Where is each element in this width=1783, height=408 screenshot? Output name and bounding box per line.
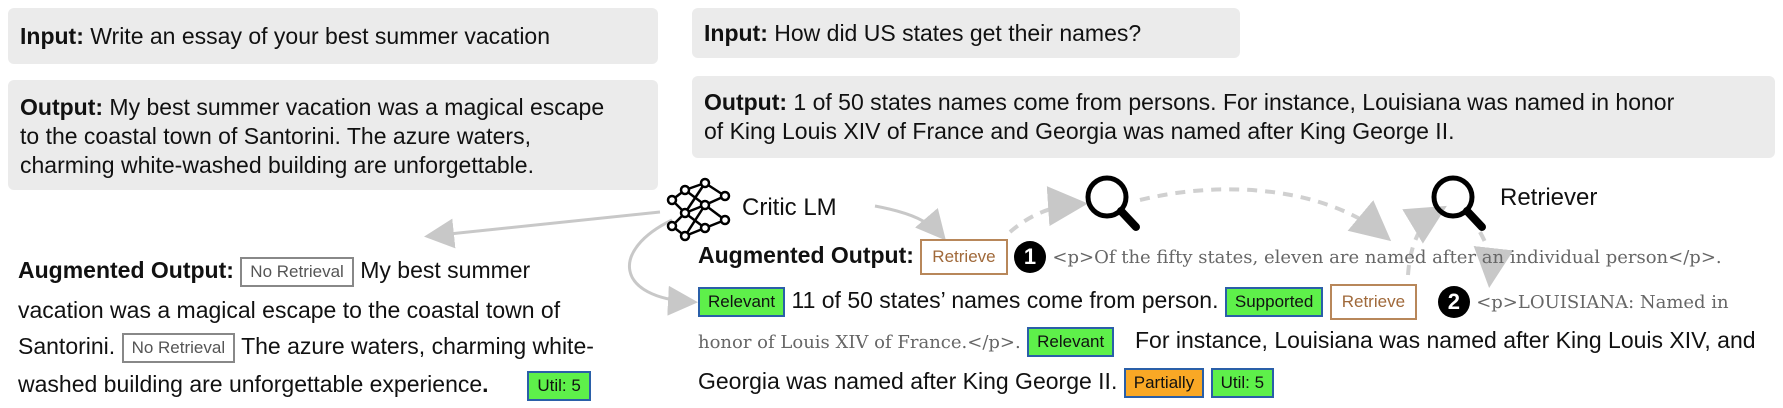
left-aug-line3b: The azure waters, charming white- [241, 333, 594, 359]
util-tag: Util: 5 [527, 370, 591, 401]
step-number-2: 2 [1437, 285, 1470, 318]
retrieve-tag: Retrieve [920, 238, 1008, 275]
dashed-retrieve2-to-retriever2 [1402, 205, 1447, 276]
left-output-label: Output: [20, 94, 104, 120]
right-aug-line2-text: 11 of 50 states’ names come from person. [791, 287, 1219, 313]
retriever-label: Retriever [1500, 184, 1598, 211]
left-aug-line3a: Santorini. [18, 333, 116, 359]
left-input-box: Input: Write an essay of your best summe… [8, 8, 658, 64]
right-aug-line4-text: Georgia was named after King George II. [698, 368, 1118, 394]
right-output-line2: of King Louis XIV of France and Georgia … [704, 118, 1455, 144]
right-output-label: Output: [704, 89, 788, 115]
right-input-label: Input: [704, 20, 768, 46]
partially-tag: Partially [1123, 367, 1205, 398]
right-aug-line3: honor of Louis XIV of France.</p>. Relev… [698, 320, 1756, 363]
magnifier-icon [1085, 175, 1140, 231]
neural-network-icon [666, 177, 731, 242]
no-retrieval-tag: No Retrieval [240, 256, 354, 287]
left-input-text: Write an essay of your best summer vacat… [90, 23, 551, 49]
right-input-text: How did US states get their names? [774, 20, 1142, 46]
left-aug-line4: washed building are unforgettable experi… [18, 371, 483, 397]
relevant-tag: Relevant [1027, 326, 1115, 357]
arrow-critic-to-retrieve [874, 204, 946, 241]
critic-lm-label: Critic LM [742, 194, 837, 221]
supported-tag: Supported [1224, 286, 1324, 317]
right-aug-line2: Relevant 11 of 50 states’ names come fro… [698, 280, 1729, 323]
left-aug-line4-end: . [482, 371, 489, 397]
step-number-1: 1 [1014, 240, 1046, 273]
retrieve-tag: Retrieve [1329, 283, 1418, 320]
dashed-retriever1-to-passage [1139, 187, 1392, 242]
left-aug-label: Augmented Output: [18, 257, 234, 283]
left-output-line3: charming white-washed building are unfor… [20, 152, 534, 178]
left-output-box: Output: My best summer vacation was a ma… [8, 80, 658, 190]
arrow-critic-to-left [424, 210, 661, 249]
left-aug-line2: vacation was a magical escape to the coa… [18, 297, 561, 323]
right-aug-line3-text: For instance, Louisiana was named after … [1135, 327, 1756, 353]
left-aug-line1: My best summer [360, 257, 531, 283]
dashed-retrieve-to-retriever1 [1008, 186, 1088, 234]
util-tag: Util: 5 [1210, 367, 1275, 398]
no-retrieval-tag: No Retrieval [121, 332, 236, 363]
right-aug-line4: Georgia was named after King George II. … [698, 361, 1275, 401]
left-output-line2: to the coastal town of Santorini. The az… [20, 123, 531, 149]
left-input-label: Input: [20, 23, 84, 49]
retrieved-passage-2a: <p>LOUISIANA: Named in [1476, 292, 1729, 313]
right-input-box: Input: How did US states get their names… [692, 8, 1240, 58]
right-aug-line1: Augmented Output: Retrieve 1 <p>Of the f… [698, 235, 1722, 278]
right-output-line1: 1 of 50 states names come from persons. … [793, 89, 1675, 115]
left-augmented-output: Augmented Output: No Retrieval My best s… [18, 250, 594, 402]
retrieved-passage-1: <p>Of the fifty states, eleven are named… [1052, 247, 1722, 268]
right-aug-label: Augmented Output: [698, 242, 914, 268]
left-output-line1: My best summer vacation was a magical es… [109, 94, 605, 120]
relevant-tag: Relevant [698, 286, 786, 317]
magnifier-icon [1431, 175, 1486, 231]
dashed-retriever2-to-passage2 [1473, 231, 1514, 288]
retrieved-passage-2b: honor of Louis XIV of France.</p>. [698, 332, 1021, 353]
arrow-critic-to-relevant [628, 218, 698, 316]
right-output-box: Output: 1 of 50 states names come from p… [692, 76, 1775, 158]
